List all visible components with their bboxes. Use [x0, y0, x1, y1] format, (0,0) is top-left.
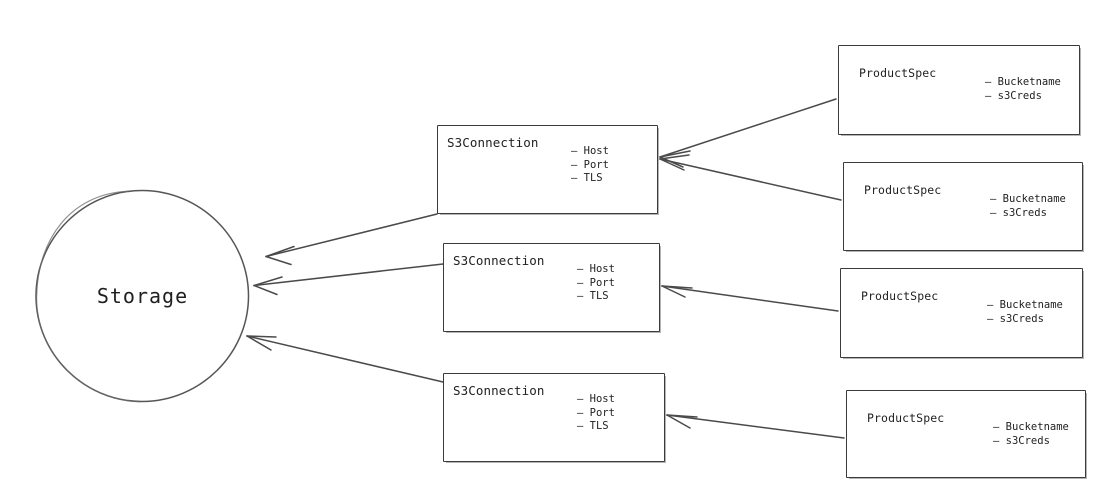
- productspec-2-title: ProductSpec: [864, 183, 942, 197]
- productspec-1-field-bucketname: – Bucketname: [985, 76, 1061, 88]
- arrow-s3conn1-to-storage: [265, 213, 438, 266]
- productspec-4-fields: – Bucketname – s3Creds: [993, 421, 1069, 448]
- s3connection-1-fields: – Host – Port – TLS: [571, 145, 609, 186]
- s3connection-2-title: S3Connection: [453, 253, 545, 268]
- arrow-productspec4-to-s3conn3: [666, 414, 845, 439]
- productspec-1-fields: – Bucketname – s3Creds: [985, 76, 1061, 103]
- productspec-4-field-s3creds: – s3Creds: [993, 434, 1050, 447]
- productspec-3-field-s3creds: – s3Creds: [987, 312, 1044, 325]
- arrow-productspec2-to-s3conn1: [659, 154, 842, 201]
- s3connection-3-title: S3Connection: [453, 383, 545, 398]
- s3connection-1-field-tls: – TLS: [571, 172, 603, 184]
- productspec-node-3[interactable]: ProductSpec – Bucketname – s3Creds: [840, 268, 1083, 358]
- storage-node-label: Storage: [96, 284, 189, 308]
- arrow-productspec3-to-s3conn2: [661, 285, 839, 312]
- s3connection-2-field-tls: – TLS: [577, 290, 609, 302]
- s3connection-2-field-host: – Host: [577, 263, 615, 275]
- s3connection-3-fields: – Host – Port – TLS: [577, 393, 615, 434]
- productspec-4-title: ProductSpec: [867, 411, 945, 425]
- arrow-productspec1-to-s3conn1: [659, 98, 837, 168]
- s3connection-node-1[interactable]: S3Connection – Host – Port – TLS: [437, 125, 658, 214]
- s3connection-node-3[interactable]: S3Connection – Host – Port – TLS: [443, 373, 665, 462]
- productspec-2-fields: – Bucketname – s3Creds: [990, 193, 1066, 220]
- arrow-s3conn3-to-storage: [246, 335, 444, 383]
- productspec-node-1[interactable]: ProductSpec – Bucketname – s3Creds: [838, 45, 1080, 135]
- s3connection-2-fields: – Host – Port – TLS: [577, 263, 615, 304]
- s3connection-3-field-port: – Port: [577, 406, 615, 419]
- s3connection-3-field-host: – Host: [577, 393, 615, 405]
- productspec-node-4[interactable]: ProductSpec – Bucketname – s3Creds: [846, 390, 1086, 478]
- storage-node[interactable]: Storage: [36, 190, 249, 402]
- s3connection-3-field-tls: – TLS: [577, 420, 609, 432]
- s3connection-1-field-port: – Port: [571, 158, 609, 171]
- productspec-1-field-s3creds: – s3Creds: [985, 89, 1042, 102]
- productspec-2-field-bucketname: – Bucketname: [990, 193, 1066, 205]
- productspec-3-title: ProductSpec: [861, 289, 939, 303]
- arrow-s3conn2-to-storage: [253, 263, 444, 296]
- productspec-node-2[interactable]: ProductSpec – Bucketname – s3Creds: [843, 162, 1083, 251]
- s3connection-2-field-port: – Port: [577, 276, 615, 289]
- productspec-3-field-bucketname: – Bucketname: [987, 299, 1063, 311]
- productspec-4-field-bucketname: – Bucketname: [993, 421, 1069, 433]
- productspec-3-fields: – Bucketname – s3Creds: [987, 299, 1063, 326]
- productspec-1-title: ProductSpec: [859, 66, 937, 80]
- s3connection-1-title: S3Connection: [447, 135, 539, 150]
- s3connection-node-2[interactable]: S3Connection – Host – Port – TLS: [443, 243, 660, 332]
- productspec-2-field-s3creds: – s3Creds: [990, 206, 1047, 219]
- s3connection-1-field-host: – Host: [571, 145, 609, 157]
